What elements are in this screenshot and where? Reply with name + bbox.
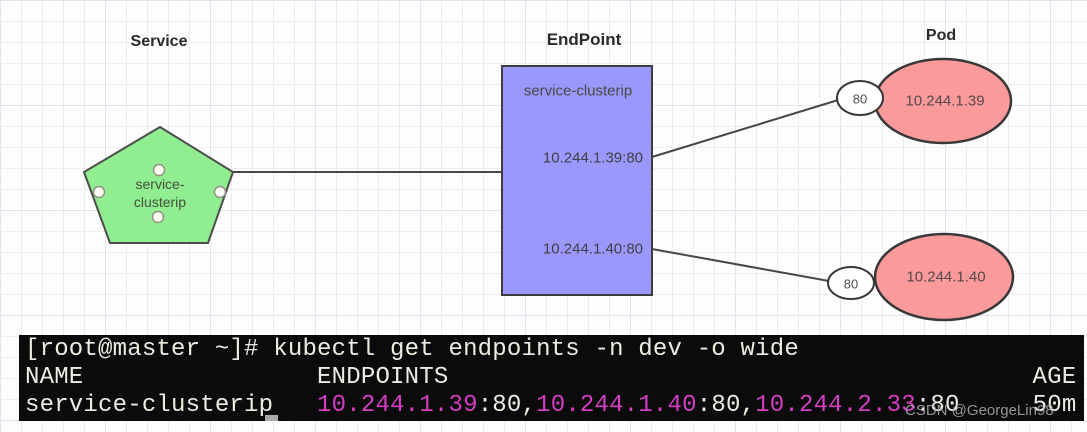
result-name-column: service-clusterip bbox=[25, 392, 318, 419]
k8s-service-diagram: Service EndPoint Pod service- clusterip … bbox=[82, 27, 1015, 322]
endpoint-box-shape bbox=[501, 65, 653, 296]
endpoint-box-row2: 10.244.1.40:80 bbox=[542, 240, 643, 258]
pod1-port-ellipse bbox=[836, 80, 884, 116]
pod2-ellipse bbox=[873, 232, 1015, 322]
endpoint-box-row1: 10.244.1.39:80 bbox=[542, 149, 643, 167]
service-pentagon-shape bbox=[82, 125, 235, 244]
terminal-header-line: NAME ENDPOINTS AGE bbox=[25, 364, 1077, 391]
csdn-watermark: CSDN @GeorgeLin98 bbox=[905, 402, 1054, 419]
result-separator1: :80, bbox=[477, 392, 537, 419]
service-pentagon-label-line1: service- bbox=[135, 176, 185, 192]
edge-endpoint-to-pod1 bbox=[651, 96, 849, 158]
connection-point-left bbox=[92, 185, 106, 199]
result-endpoint-ip2: 10.244.1.40 bbox=[536, 392, 697, 419]
pod-column-label: Pod bbox=[925, 27, 957, 44]
pod1-port-label: 80 bbox=[852, 91, 868, 107]
result-endpoint-ip1: 10.244.1.39 bbox=[317, 392, 478, 419]
service-pentagon-label: service- clusterip bbox=[134, 175, 186, 211]
connection-point-top bbox=[152, 163, 166, 177]
endpoint-column-label: EndPoint bbox=[546, 30, 622, 49]
pod2-ip-label: 10.244.1.40 bbox=[906, 268, 986, 286]
endpoint-box-title: service-clusterip bbox=[523, 82, 633, 100]
pod2-port-label: 80 bbox=[843, 276, 859, 292]
terminal-result-line: service-clusterip 10.244.1.39:80,10.244.… bbox=[25, 392, 1084, 420]
service-pentagon-label-line2: clusterip bbox=[133, 194, 187, 210]
service-column-label: Service bbox=[130, 33, 188, 50]
result-endpoint-ip3: 10.244.2.33 bbox=[755, 392, 916, 419]
terminal-cursor bbox=[265, 415, 278, 421]
result-tail: :80 50m bbox=[915, 392, 1077, 419]
pod2-port-ellipse bbox=[827, 266, 875, 300]
diagram-canvas bbox=[82, 57, 1015, 322]
pod1-ip-label: 10.244.1.39 bbox=[905, 92, 985, 110]
terminal-prompt-line: [root@master ~]# kubectl get endpoints -… bbox=[25, 336, 799, 363]
connection-point-bottom bbox=[151, 210, 165, 224]
result-separator2: :80, bbox=[696, 392, 756, 419]
edge-endpoint-to-pod2 bbox=[651, 248, 841, 284]
connection-point-right bbox=[213, 185, 227, 199]
terminal-window[interactable]: [root@master ~]# kubectl get endpoints -… bbox=[19, 335, 1084, 421]
